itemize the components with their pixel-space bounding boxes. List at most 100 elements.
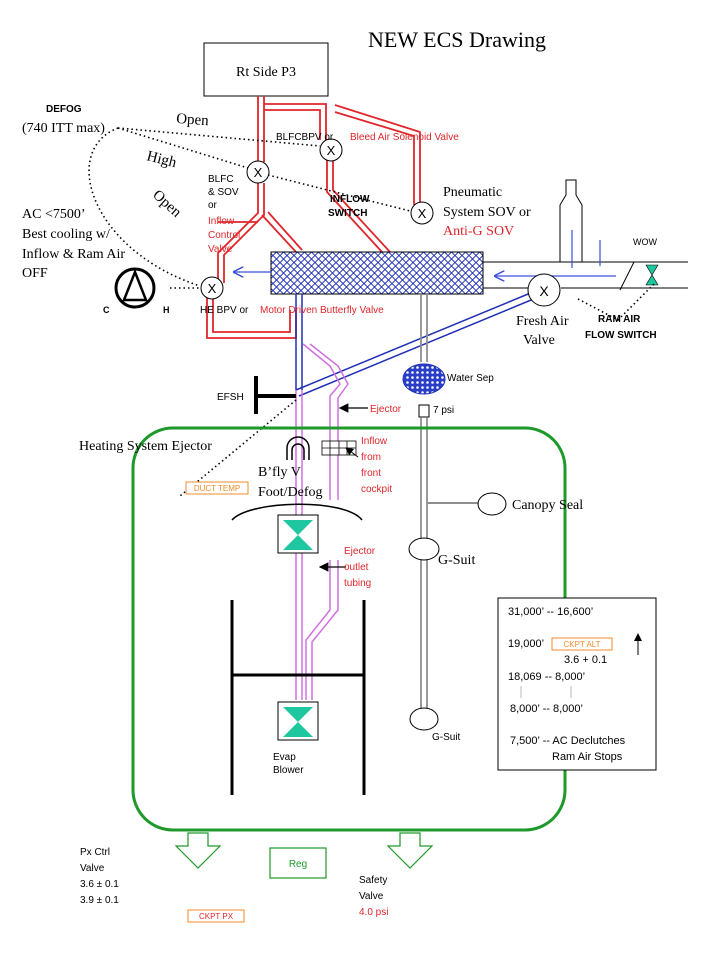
temp-selector-knob-icon[interactable] bbox=[114, 267, 156, 309]
fresh-air-label: Fresh Air Valve bbox=[516, 314, 569, 348]
heating-system-ejector-label: Heating System Ejector bbox=[79, 439, 212, 454]
altitude-line: 3.6 + 0.1 bbox=[564, 654, 607, 666]
pneumatic-label: Pneumatic System SOV or Anti-G SOV bbox=[443, 185, 531, 239]
seven-psi-regulator bbox=[418, 404, 430, 418]
bleed-air-lines bbox=[206, 96, 421, 339]
g-suit-lower-icon bbox=[409, 707, 439, 731]
blfc-sov-line: BLFC bbox=[208, 174, 234, 185]
ram-air-arrows bbox=[234, 230, 616, 276]
ckpt-alt-tag bbox=[551, 637, 613, 651]
valve-blfc-sov[interactable]: X bbox=[246, 160, 270, 184]
inflow-control-line: Valve bbox=[208, 244, 233, 255]
wow-line bbox=[619, 261, 635, 291]
valve-bleed-solenoid[interactable]: X bbox=[319, 138, 343, 162]
altitude-schedule-text: 31,000’ -- 16,600’ 19,000’ 3.6 + 0.1 18,… bbox=[508, 606, 626, 763]
pneumatic-line: System SOV or bbox=[443, 205, 531, 220]
blue-pipe bbox=[295, 291, 537, 397]
inflow-front-line: cockpit bbox=[361, 484, 392, 495]
valve-x-mark: X bbox=[327, 143, 336, 158]
blfc-sov-line: & SOV bbox=[208, 187, 239, 198]
inflow-control-line: Control bbox=[208, 230, 240, 241]
canopy-arc bbox=[231, 503, 363, 521]
heat-exchanger bbox=[270, 251, 484, 295]
open-top-label: Open bbox=[176, 111, 210, 129]
inflow-front-line: from bbox=[361, 452, 381, 463]
seat-outline bbox=[230, 600, 366, 795]
front-cockpit-grille-icon bbox=[321, 440, 357, 456]
valve-fresh-air[interactable]: X bbox=[527, 273, 561, 307]
page-title: NEW ECS Drawing bbox=[368, 27, 546, 52]
wow-label: WOW bbox=[633, 237, 657, 247]
ckpt-alt-label: CKPT ALT bbox=[563, 640, 600, 649]
ejector-outlet-line: outlet bbox=[344, 562, 369, 573]
seven-psi-label: 7 psi bbox=[433, 405, 454, 416]
blfc-sov-line: or bbox=[208, 200, 218, 211]
motor-driven-label: Motor Driven Butterfly Valve bbox=[260, 305, 384, 316]
ram-air-line: FLOW SWITCH bbox=[585, 330, 657, 341]
ejector-outlet-line: tubing bbox=[344, 578, 371, 589]
bfly-v-label: B’fly V bbox=[258, 465, 301, 480]
inflow-front-label: Inflow from front cockpit bbox=[361, 436, 392, 495]
altitude-tick-marks bbox=[520, 686, 572, 698]
blfcbpv-or-label: BLFCBPV or bbox=[276, 132, 334, 143]
defog-itt: (740 ITT max) bbox=[22, 121, 105, 136]
ram-air-label: RAM AIR FLOW SWITCH bbox=[585, 314, 657, 341]
inflow-control-label: Inflow Control Valve bbox=[208, 216, 240, 255]
canopy-seal-icon bbox=[477, 492, 507, 516]
foot-defog-valve-icon[interactable] bbox=[277, 514, 319, 554]
safety-valve-label: Safety Valve 4.0 psi bbox=[359, 875, 388, 918]
duct-temp-tag bbox=[185, 481, 249, 495]
inflow-control-line: Inflow bbox=[208, 216, 235, 227]
ejector-outlet-line: Ejector bbox=[344, 546, 376, 557]
duct-temp-label: DUCT TEMP bbox=[194, 484, 240, 493]
evap-blower-icon[interactable] bbox=[277, 701, 319, 741]
inflow-switch-line: INFLOW bbox=[330, 194, 370, 205]
open-left-label: Open bbox=[149, 187, 184, 221]
valve-pneumatic-sov[interactable]: X bbox=[410, 201, 434, 225]
foot-defog-label: Foot/Defog bbox=[258, 485, 323, 500]
safety-valve-line: Valve bbox=[359, 891, 384, 902]
ac-note-line: OFF bbox=[22, 266, 48, 281]
ac-note-line: Best cooling w/ bbox=[22, 227, 110, 242]
altitude-schedule-box bbox=[497, 597, 657, 771]
pneumatic-line: Pneumatic bbox=[443, 185, 502, 200]
temp-cold-label: C bbox=[103, 305, 110, 315]
inflow-front-line: Inflow bbox=[361, 436, 388, 447]
altitude-line: 19,000’ bbox=[508, 638, 544, 650]
ram-air-duct bbox=[483, 179, 688, 289]
high-label: High bbox=[145, 148, 178, 171]
g-suit-upper-icon bbox=[408, 537, 440, 561]
rt-side-p3-box bbox=[203, 42, 329, 97]
altitude-line: 7,500’ -- AC Declutches bbox=[510, 735, 626, 747]
bleed-air-solenoid-label: Bleed Air Solenoid Valve bbox=[350, 132, 459, 143]
ejector-outlet-label: Ejector outlet tubing bbox=[344, 546, 376, 589]
valve-x-mark: X bbox=[539, 283, 549, 299]
inflow-switch-label: INFLOW SWITCH bbox=[328, 194, 370, 219]
px-ctrl-line: 3.6 ± 0.1 bbox=[80, 879, 119, 890]
gray-supply-pipe bbox=[420, 294, 428, 708]
altitude-line: Ram Air Stops bbox=[552, 751, 623, 763]
px-ctrl-line: Px Ctrl bbox=[80, 847, 110, 858]
altitude-line: 31,000’ -- 16,600’ bbox=[508, 606, 593, 618]
reg-box bbox=[269, 847, 327, 879]
valve-x-mark: X bbox=[208, 281, 217, 296]
px-ctrl-label: Px Ctrl Valve 3.6 ± 0.1 3.9 ± 0.1 bbox=[80, 847, 119, 906]
safety-psi-line: 4.0 psi bbox=[359, 907, 388, 918]
wow-valve-icon-lower bbox=[645, 274, 659, 286]
altitude-line: 18,069 -- 8,000’ bbox=[508, 671, 585, 683]
defog-label: DEFOG bbox=[46, 104, 82, 115]
px-ctrl-line: Valve bbox=[80, 863, 105, 874]
canopy-seal-label: Canopy Seal bbox=[512, 498, 583, 513]
ckpt-px-tag bbox=[187, 909, 245, 923]
g-suit-upper-label: G-Suit bbox=[438, 553, 475, 568]
he-bpv-or-label: HE BPV or bbox=[200, 305, 249, 316]
inflow-front-line: front bbox=[361, 468, 381, 479]
efsh-label: EFSH bbox=[217, 392, 244, 403]
temp-hot-label: H bbox=[163, 305, 170, 315]
ac-note-line: AC <7500’ bbox=[22, 207, 86, 222]
valve-x-mark: X bbox=[254, 165, 263, 180]
rt-side-p3-label: Rt Side P3 bbox=[236, 65, 296, 80]
valve-he-bpv[interactable]: X bbox=[200, 276, 224, 300]
altitude-line: 8,000’ -- 8,000’ bbox=[510, 703, 583, 715]
